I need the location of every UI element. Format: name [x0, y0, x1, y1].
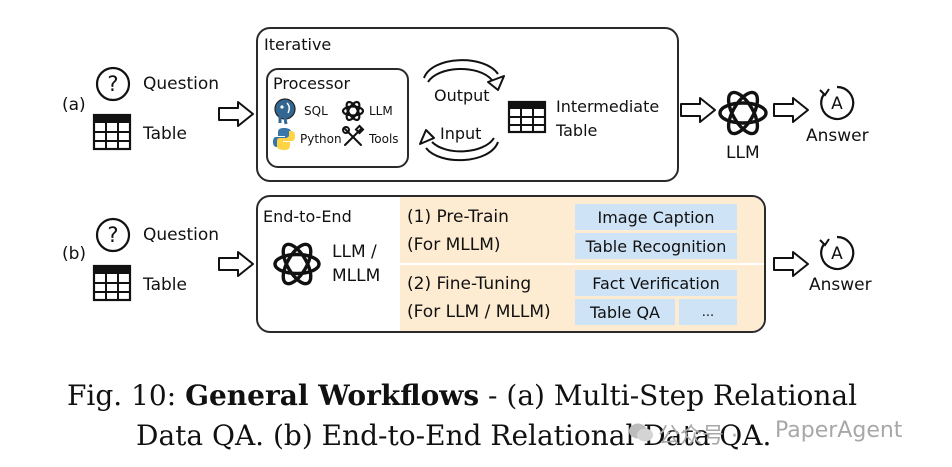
llm-logo-icon	[273, 242, 321, 286]
llm-logo-icon	[718, 90, 768, 136]
python-icon	[273, 128, 295, 150]
svg-text:?: ?	[107, 72, 118, 96]
task-fact-verification: Fact Verification	[575, 270, 737, 296]
question-icon: ?	[95, 66, 131, 102]
arrow-right-icon	[773, 97, 809, 123]
arrow-right-icon	[773, 251, 809, 277]
question-icon: ?	[95, 217, 131, 253]
llm-logo-icon	[341, 100, 365, 122]
wechat-icon	[629, 423, 653, 442]
processor-title: Processor	[273, 74, 351, 93]
tool-tools-label: Tools	[369, 132, 399, 146]
postgresql-icon	[274, 98, 296, 125]
table-label: Table	[143, 124, 187, 144]
arrow-right-icon	[218, 101, 254, 127]
svg-text:A: A	[831, 94, 843, 114]
arrow-right-icon	[218, 251, 254, 277]
intermediate-label-2: Table	[556, 121, 598, 140]
svg-text:A: A	[831, 244, 843, 264]
svg-text:?: ?	[107, 223, 118, 247]
output-label: Output	[434, 86, 490, 105]
task-more: ...	[679, 299, 737, 325]
answer-icon: A	[819, 85, 855, 121]
caption-bold: General Workflows	[185, 379, 480, 412]
caption-rest: - (a) Multi-Step Relational	[479, 379, 858, 412]
model-label-2: MLLM	[332, 266, 381, 286]
figure-caption-line2: Data QA. (b) End-to-End Relational Data …	[136, 419, 772, 452]
model-label-1: LLM /	[332, 242, 377, 262]
watermark-name: PaperAgent	[775, 418, 903, 443]
table-label: Table	[143, 275, 187, 295]
caption-prefix: Fig. 10:	[67, 379, 186, 412]
pretrain-label-1: (1) Pre-Train	[407, 207, 509, 227]
row-b-label: (b)	[62, 244, 87, 264]
tools-icon	[342, 124, 365, 146]
table-icon	[92, 113, 132, 151]
input-label: Input	[440, 124, 482, 143]
watermark-channel: 公众号 ·	[658, 424, 738, 449]
question-label: Question	[143, 225, 220, 245]
answer-icon: A	[819, 235, 855, 271]
pretrain-label-2: (For MLLM)	[407, 235, 501, 255]
question-label: Question	[143, 74, 220, 94]
answer-label: Answer	[806, 126, 869, 146]
row-a-label: (a)	[62, 95, 86, 115]
task-image-caption: Image Caption	[575, 204, 737, 230]
finetune-label-1: (2) Fine-Tuning	[407, 274, 532, 294]
task-table-recognition: Table Recognition	[575, 233, 737, 259]
panel-divider	[400, 263, 764, 265]
intermediate-label-1: Intermediate	[556, 97, 660, 116]
arrow-right-icon	[680, 97, 716, 123]
iterative-title: Iterative	[264, 35, 332, 54]
loop-arrows	[419, 59, 505, 161]
intermediate-table-icon	[507, 100, 547, 134]
answer-label: Answer	[809, 275, 872, 295]
tool-python-label: Python	[300, 132, 342, 146]
end-to-end-title: End-to-End	[263, 207, 352, 226]
tool-sql-label: SQL	[304, 104, 328, 118]
figure-caption-line1: Fig. 10: General Workflows - (a) Multi-S…	[67, 379, 857, 412]
tool-llm-label: LLM	[369, 104, 393, 118]
table-icon	[92, 264, 132, 302]
finetune-label-2: (For LLM / MLLM)	[407, 302, 551, 322]
task-table-qa: Table QA	[575, 299, 675, 325]
llm-label: LLM	[726, 143, 760, 163]
